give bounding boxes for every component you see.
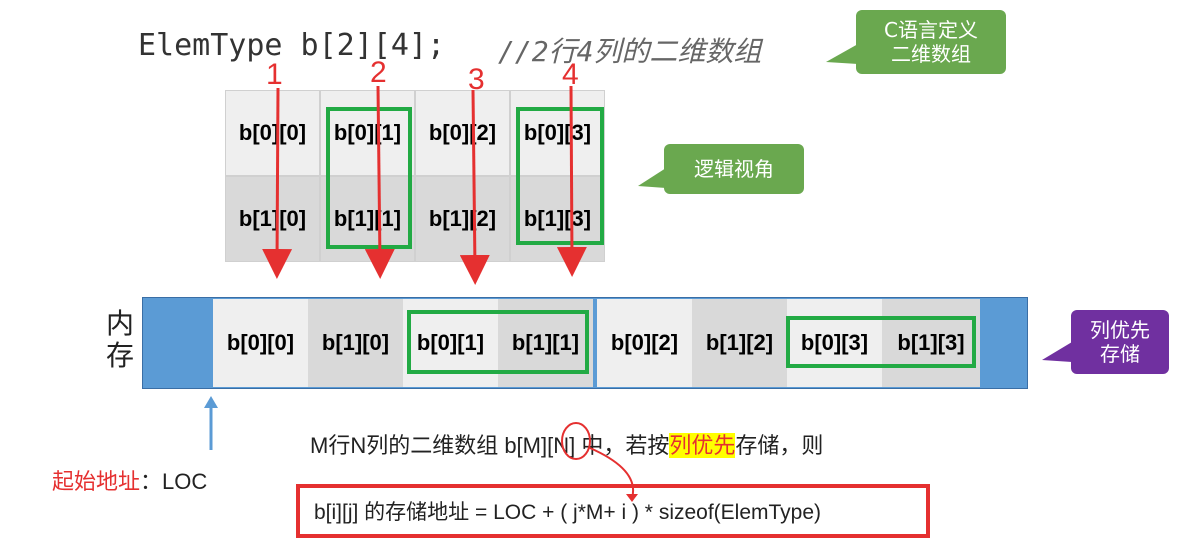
column-number-1: 1 [266, 58, 283, 91]
start-address-value: LOC [162, 469, 208, 494]
memory-cell-7: b[0][3] [787, 299, 882, 387]
column-arrow-4 [556, 85, 587, 277]
callout-c-definition-pointer [826, 44, 858, 64]
callout-column-major-pointer [1042, 342, 1072, 362]
start-address-label: 起始地址：LOC [52, 464, 207, 496]
column-arrow-1 [262, 87, 293, 279]
formula-box: b[i][j] 的存储地址 = LOC + ( j*M+ i ) * sizeo… [296, 484, 930, 538]
memory-cell-5: b[0][2] [597, 299, 692, 387]
grid-cell-0-0: b[0][0] [225, 90, 320, 176]
grid-cell-0-3: b[0][3] [510, 90, 605, 176]
callout-column-major: 列优先 存储 [1071, 310, 1169, 374]
callout-c-definition: C语言定义 二维数组 [856, 10, 1006, 74]
memory-column-4-highlight [786, 316, 976, 368]
column-number-3: 3 [468, 63, 485, 96]
grid-cell-0-1: b[0][1] [320, 90, 415, 176]
formula-text: b[i][j] 的存储地址 = LOC + ( j*M+ i ) * sizeo… [314, 501, 822, 524]
callout-c-definition-line2: 二维数组 [891, 42, 971, 66]
memory-cell-1: b[0][0] [213, 299, 308, 387]
callout-c-definition-line1: C语言定义 [884, 18, 978, 42]
column-arrow-2 [364, 85, 395, 279]
grid-column-2-highlight [326, 107, 412, 249]
callout-logical-view: 逻辑视角 [664, 144, 804, 194]
memory-cell-8: b[1][3] [882, 299, 980, 387]
grid-column-4-highlight [516, 107, 604, 245]
callout-column-major-line1: 列优先 [1090, 318, 1150, 342]
grid-cell-1-0: b[1][0] [225, 176, 320, 262]
start-address-sep: ： [140, 469, 163, 494]
memory-cell-6: b[1][2] [692, 299, 787, 387]
grid-cell-1-2: b[1][2] [415, 176, 510, 262]
column-number-4: 4 [562, 58, 579, 91]
memory-cell-2: b[1][0] [308, 299, 403, 387]
memory-label-line2: 存 [106, 340, 135, 371]
rule-after: 存储，则 [735, 433, 824, 458]
memory-label: 内 存 [106, 308, 134, 372]
grid-cell-0-2: b[0][2] [415, 90, 510, 176]
rule-before: M行N列的二维数组 b[M][N] 中，若按 [310, 433, 670, 458]
rule-highlight: 列优先 [669, 433, 736, 458]
start-address-prefix: 起始地址 [52, 469, 141, 494]
memory-label-line1: 内 [106, 308, 135, 339]
array-declaration: ElemType b[2][4]; [138, 28, 446, 63]
callout-logical-view-pointer [638, 168, 666, 188]
memory-column-2-highlight [407, 310, 589, 374]
column-number-2: 2 [370, 56, 387, 89]
rule-sentence: M行N列的二维数组 b[M][N] 中，若按列优先存储，则 [310, 428, 823, 460]
logical-grid: b[0][0] b[0][1] b[0][2] b[0][3] b[1][0] … [225, 90, 605, 263]
callout-column-major-line2: 存储 [1100, 342, 1140, 366]
declaration-comment: //2行4列的二维数组 [498, 35, 762, 68]
column-arrow-3 [459, 89, 490, 285]
